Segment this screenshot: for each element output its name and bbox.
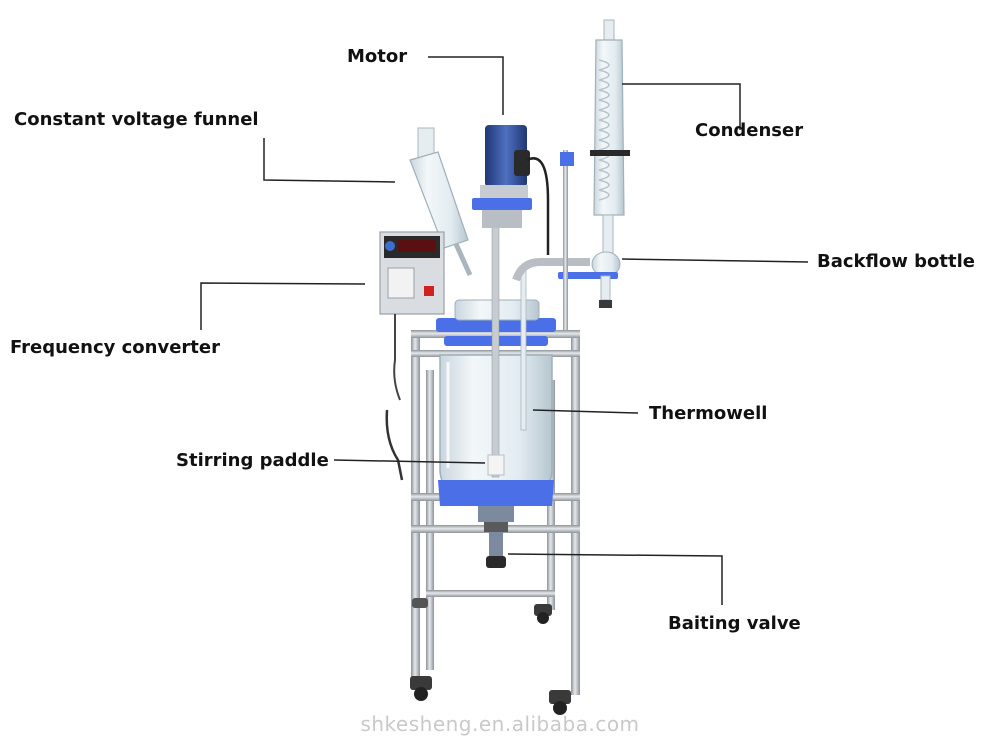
- frequency-converter-box: [379, 231, 445, 481]
- constant-voltage-funnel-unit: [409, 127, 473, 277]
- leader-line-condenser: [622, 83, 741, 130]
- leader-line-backflow-bottle: [621, 258, 809, 263]
- leader-line-stirring-paddle: [333, 459, 486, 464]
- stirring-shaft: [487, 214, 505, 478]
- leader-line-constant-voltage-funnel: [263, 138, 396, 183]
- label-motor: Motor: [347, 46, 408, 67]
- thermowell-tube: [520, 269, 527, 431]
- leader-line-thermowell: [532, 409, 639, 414]
- label-baiting-valve: Baiting valve: [668, 613, 801, 634]
- leader-lines: [200, 56, 809, 605]
- label-condenser: Condenser: [695, 120, 804, 141]
- label-backflow-bottle: Backflow bottle: [817, 251, 975, 272]
- condenser-unit: [590, 19, 630, 256]
- bottom-flange: [438, 480, 554, 522]
- baiting-valve-unit: [484, 522, 508, 568]
- leader-line-baiting-valve: [507, 553, 723, 605]
- leader-line-frequency-converter: [200, 282, 366, 330]
- support-rod: [563, 150, 568, 330]
- label-frequency-converter: Frequency converter: [10, 337, 220, 358]
- label-constant-voltage-funnel: Constant voltage funnel: [14, 109, 259, 130]
- label-stirring-paddle: Stirring paddle: [176, 450, 329, 471]
- label-thermowell: Thermowell: [649, 403, 768, 424]
- backflow-bottle-unit: [512, 251, 621, 308]
- watermark: shkesheng.en.alibaba.com: [360, 712, 640, 736]
- rod-clamp: [560, 152, 574, 166]
- casters: [410, 598, 571, 715]
- leader-line-motor: [428, 56, 504, 115]
- motor-unit: [472, 125, 550, 255]
